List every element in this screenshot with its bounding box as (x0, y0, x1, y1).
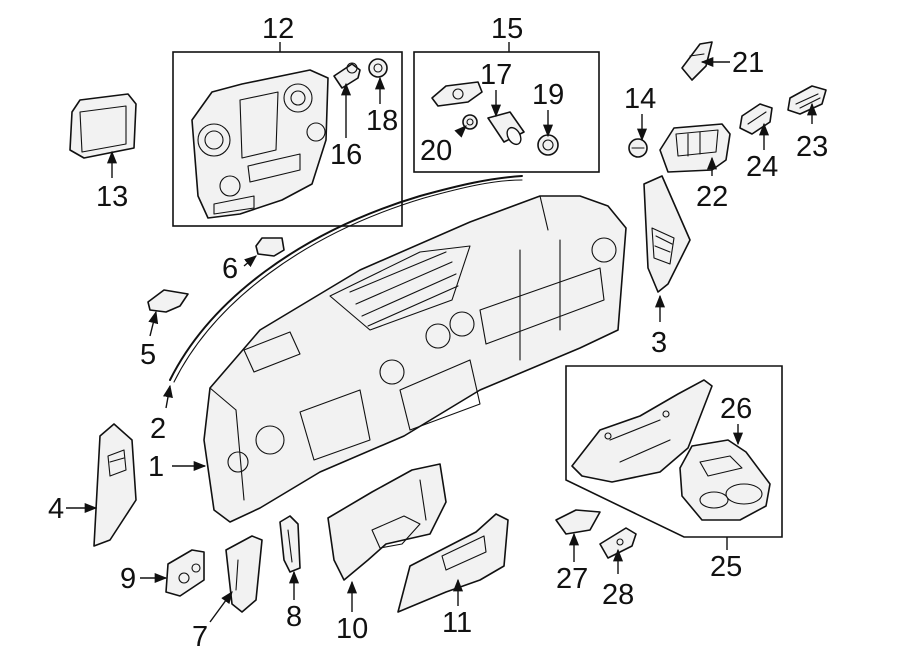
callout-16: 16 (330, 139, 362, 171)
callout-20: 20 (420, 135, 452, 167)
callout-24: 24 (746, 151, 778, 183)
part-15-bracket (431, 81, 483, 107)
callout-5: 5 (140, 339, 156, 371)
part-28-plug (599, 527, 637, 559)
callout-26: 26 (720, 393, 752, 425)
part-2-defroster-strip (169, 175, 523, 381)
callout-6: 6 (222, 253, 238, 285)
part-6-sensor (255, 237, 285, 257)
part-10-knee-bolster (327, 463, 447, 581)
callout-17: 17 (480, 59, 512, 91)
leader-lines (66, 56, 818, 623)
part-3-end-panel (643, 175, 691, 293)
callout-25: 25 (710, 551, 742, 583)
part-17-socket (487, 111, 525, 146)
callout-3: 3 (651, 327, 667, 359)
callout-14: 14 (624, 83, 656, 115)
callout-13: 13 (96, 181, 128, 213)
callout-19: 19 (532, 79, 564, 111)
callout-11: 11 (442, 607, 472, 639)
callout-23: 23 (796, 131, 828, 163)
group-box-12 (172, 51, 403, 227)
part-12-control-panel (191, 69, 329, 219)
part-8-bracket (279, 515, 301, 573)
callout-9: 9 (120, 563, 136, 595)
part-21-bracket (681, 41, 713, 81)
callout-labels: 1 2 3 4 5 6 7 8 9 10 11 12 13 14 15 16 1… (48, 13, 828, 653)
group-box-15 (413, 51, 600, 173)
part-4-end-cap (93, 423, 137, 547)
part-1-instrument-panel (203, 195, 627, 523)
callout-28: 28 (602, 579, 634, 611)
callout-1: 1 (148, 451, 164, 483)
part-26-cup-holder (679, 439, 771, 521)
part-23-vent (787, 85, 827, 115)
callout-15: 15 (491, 13, 523, 45)
callout-8: 8 (286, 601, 302, 633)
callout-4: 4 (48, 493, 64, 525)
part-24-vent (739, 103, 773, 135)
part-7-trim-panel (225, 535, 263, 613)
part-16-connector (333, 62, 361, 89)
part-13-display-screen (69, 93, 137, 159)
part-19-knob (537, 134, 559, 156)
callout-10: 10 (336, 613, 368, 645)
callout-21: 21 (732, 47, 764, 79)
callout-27: 27 (556, 563, 588, 595)
group-box-25 (565, 365, 783, 538)
part-22-vent-housing (659, 123, 731, 173)
part-14-switch (628, 138, 648, 158)
part-25-console-bracket (571, 379, 713, 483)
part-9-switch-bezel (165, 549, 205, 597)
callout-2: 2 (150, 413, 166, 445)
part-2-defroster-strip-edge (173, 179, 523, 383)
part-18-bulb (368, 58, 388, 78)
callout-22: 22 (696, 181, 728, 213)
callout-7: 7 (192, 621, 208, 653)
callout-12: 12 (262, 13, 294, 45)
callout-18: 18 (366, 105, 398, 137)
part-27-clip (555, 509, 601, 535)
part-5-cover (147, 289, 189, 313)
